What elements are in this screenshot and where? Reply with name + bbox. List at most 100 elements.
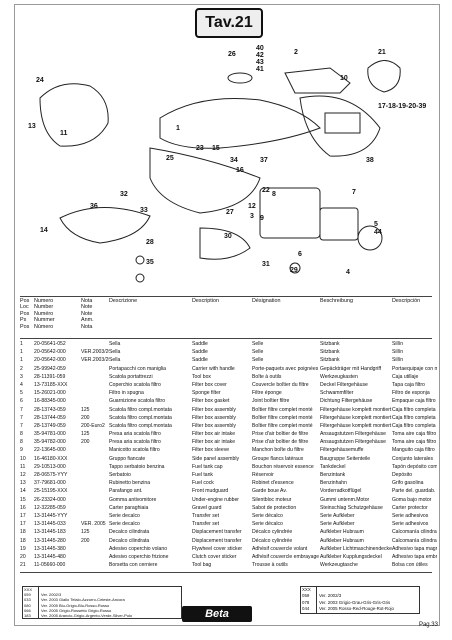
cell-descripcion: Caja filtro completa montada <box>392 414 437 421</box>
cell-description: Filter box gasket <box>192 398 230 405</box>
front-mudguard-drawing <box>59 207 151 244</box>
callout-29: 29 <box>290 267 298 274</box>
cell-description: Tool box <box>192 373 211 380</box>
cell-descrizione: Scatola portattrezzi <box>109 373 153 380</box>
cell-descripcion: Sillín <box>392 341 404 347</box>
cell-designation: Adhésif couvercle volant <box>252 545 308 552</box>
cell-pos: 20 <box>20 553 26 560</box>
cell-pos: 4 <box>20 381 23 388</box>
callout-26: 26 <box>228 51 236 58</box>
cell-descrizione: Decalco cilindrata <box>109 537 150 544</box>
callout-35: 35 <box>146 259 154 266</box>
callout-11: 11 <box>60 130 68 137</box>
bolt-drawing <box>135 255 145 265</box>
cell-numero: 13-31445-480 <box>34 553 66 560</box>
cell-numero: 20-05642-000 <box>34 357 66 364</box>
cell-descripcion: Empaque caja filtro <box>392 398 436 405</box>
cell-descripcion: Serie adhesivos <box>392 521 429 528</box>
cell-pos: 8 <box>20 439 23 446</box>
cell-designation: Serie décalco <box>252 512 283 519</box>
filter-cover-drawing <box>319 207 359 241</box>
cell-designation: Boîte à outils <box>252 373 282 380</box>
header-it: Descrizione <box>109 298 138 304</box>
callout-12: 12 <box>248 203 256 210</box>
cell-numero: 25-15195-XXX <box>34 488 68 495</box>
cell-descripcion: Conjunto laterales <box>392 455 434 462</box>
tail-drawing <box>299 95 381 157</box>
cell-description: Filter box assembly <box>192 406 236 413</box>
cell-descripcion: Filtro de esponja <box>392 390 430 397</box>
cell-numero: 28-13744-059 <box>34 414 66 421</box>
cell-pos: 17 <box>20 521 26 528</box>
fuel-tank-drawing <box>39 83 109 147</box>
cell-beschreibung: Filtergehäuse komplett montiert <box>320 406 392 413</box>
cell-numero: 29-10513-000 <box>34 463 66 470</box>
callout-13: 13 <box>28 123 36 130</box>
callout-34: 34 <box>230 157 238 164</box>
cell-pos: 2 <box>20 365 23 372</box>
cell-numero: 13-73185-XXX <box>34 381 68 388</box>
cell-descrizione: Scatola filtro compl.montata <box>109 406 172 413</box>
cell-nota: 200 <box>81 439 90 446</box>
cell-descrizione: Guarnizione scatola filtro <box>109 398 166 405</box>
cell-beschreibung: Vorderradkotflügel <box>320 488 362 495</box>
cell-pos: 11 <box>20 463 26 470</box>
cell-descripcion: Tapa caja filtro <box>392 381 425 388</box>
cell-nota: 125 <box>81 406 90 413</box>
cell-pos: 3 <box>20 373 23 380</box>
bolt-drawing <box>289 262 301 274</box>
cell-description: Filter box air intake <box>192 431 236 438</box>
cell-nota: VER.2003/200 <box>81 349 109 356</box>
cell-descripcion: Goma bajo motor <box>392 496 432 503</box>
header-en: Description <box>192 298 219 304</box>
cell-beschreibung: Serie Aufkleber <box>320 512 355 519</box>
cell-descripcion: Depósito <box>392 472 413 478</box>
callout-41: 41 <box>256 66 264 73</box>
cell-descrizione: Borsetta con cerniere <box>109 562 158 569</box>
callout-5: 5 <box>374 221 378 228</box>
callout-21: 21 <box>378 49 386 56</box>
cell-descrizione: Sella <box>109 357 121 364</box>
callout-27: 27 <box>226 209 234 216</box>
cell-pos: 17 <box>20 512 26 519</box>
cell-beschreibung: Aufkleber Hubraum <box>320 529 364 536</box>
cell-pos: 7 <box>20 406 23 413</box>
cell-numero: 22-13645-000 <box>34 447 66 454</box>
cell-beschreibung: Tankdeckel <box>320 463 346 470</box>
cell-beschreibung: Steinschlag Schutzgehäuse <box>320 504 383 511</box>
header-bottom-rule <box>20 338 432 339</box>
cell-pos: 15 <box>20 496 26 503</box>
cell-designation: Serie décalco <box>252 521 283 528</box>
callout-22: 22 <box>262 187 270 194</box>
cell-designation: Filtre éponge <box>252 390 282 397</box>
cell-description: Flywheel cover sticker <box>192 545 243 552</box>
cell-description: Clutch cover sticker <box>192 553 237 560</box>
cell-beschreibung: Ansaugstutzen Filtergehäuse <box>320 439 386 446</box>
callout-1: 1 <box>176 125 180 132</box>
cell-designation: Sabot de protection <box>252 504 297 511</box>
cell-numero: 26-23324-000 <box>34 496 66 503</box>
cell-designation: Garde boue Av. <box>252 488 287 495</box>
cell-beschreibung: Werkzeugkasten <box>320 373 358 380</box>
callout-37: 37 <box>260 157 268 164</box>
callout-36: 36 <box>90 203 98 210</box>
callout-16: 16 <box>236 167 244 174</box>
callout-9: 9 <box>260 215 264 222</box>
page-number: Pag.33 <box>418 622 438 628</box>
callout-6: 6 <box>298 251 302 258</box>
cell-descripcion: Caja utillaje <box>392 373 419 380</box>
